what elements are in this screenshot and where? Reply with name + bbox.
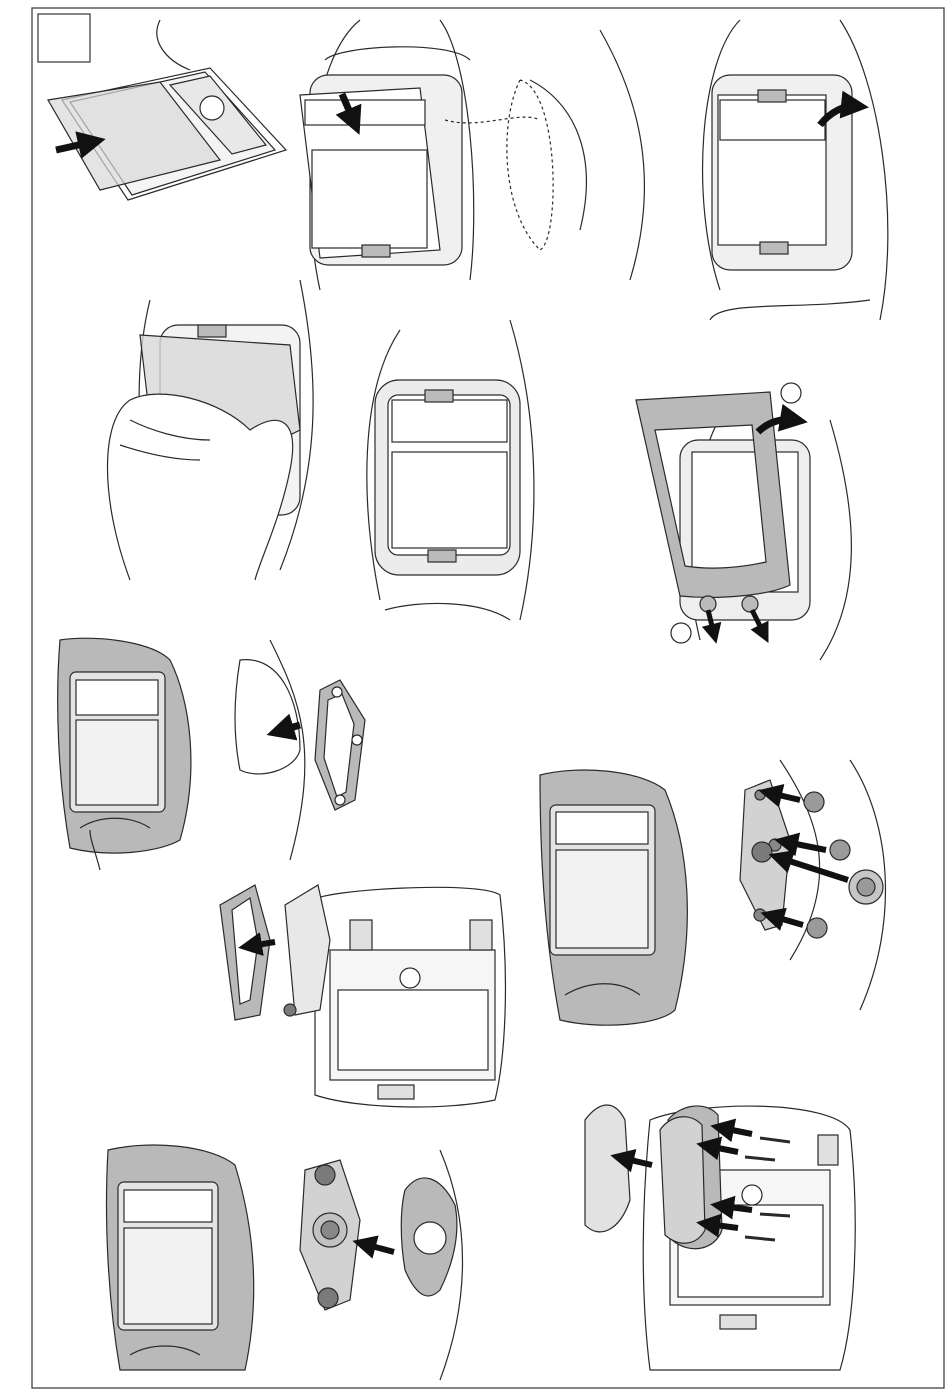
panel-plate-assembly	[220, 885, 505, 1107]
callout-label-bottom	[671, 623, 691, 643]
panel-cover-fit	[107, 1145, 463, 1380]
arrow-left-icon	[364, 1244, 394, 1252]
arrow-left-icon	[780, 858, 848, 880]
arrow-left-icon	[250, 942, 275, 946]
arrow-left-icon	[786, 842, 826, 850]
panel-cartridge-rotate-in	[703, 20, 888, 320]
panel-helmet-gasket-fit	[58, 638, 365, 870]
arrow-left-icon	[708, 1224, 738, 1228]
panel-screws-fit	[585, 1105, 855, 1370]
callout-label-top	[781, 383, 801, 403]
step-number	[38, 14, 90, 62]
arrow-left-icon	[722, 1206, 752, 1210]
panel-hand-press-cartridge	[108, 280, 314, 580]
panel-cartridge-seated	[367, 320, 534, 620]
panel-frame-clip-on	[636, 383, 851, 660]
panel-cartridge-insert-down	[300, 20, 644, 290]
panel-knobs-fit	[540, 760, 885, 1025]
